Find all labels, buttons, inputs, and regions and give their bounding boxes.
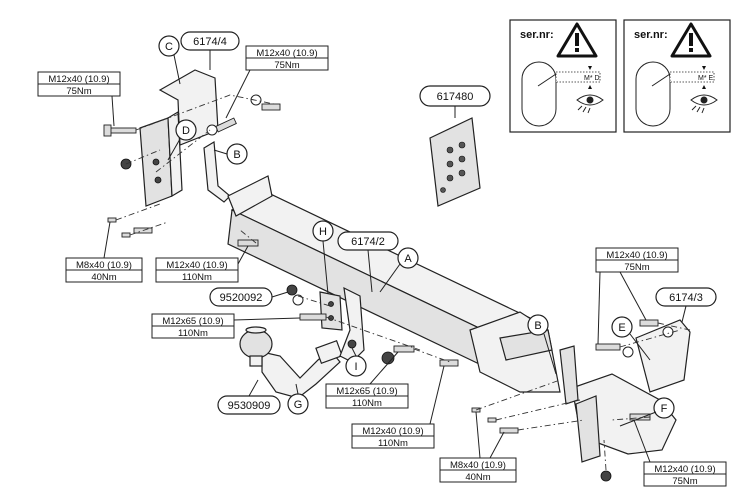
svg-text:M12x40 (10.9): M12x40 (10.9) bbox=[48, 74, 109, 85]
electric-kit-part: 617480 bbox=[419, 85, 491, 207]
callout-g: G bbox=[287, 383, 309, 415]
spec-box-2: M12x40 (10.9) 75Nm bbox=[225, 45, 329, 119]
warning-panel-1-label: ser.nr: bbox=[520, 29, 554, 41]
spec-box-6: M12x65 (10.9) 110Nm bbox=[325, 351, 409, 409]
callout-e: E bbox=[611, 316, 651, 361]
svg-text:A: A bbox=[404, 253, 412, 265]
spec-box-3: M8x40 (10.9) 40Nm bbox=[65, 221, 143, 283]
callout-c: C bbox=[158, 35, 181, 85]
svg-text:75Nm: 75Nm bbox=[672, 476, 697, 487]
eye-icon bbox=[576, 94, 604, 114]
tow-ball-part bbox=[239, 326, 343, 399]
svg-text:C: C bbox=[165, 41, 173, 53]
svg-text:110Nm: 110Nm bbox=[378, 438, 408, 449]
svg-text:M12x40 (10.9): M12x40 (10.9) bbox=[606, 250, 667, 261]
svg-text:M12x40 (10.9): M12x40 (10.9) bbox=[654, 464, 715, 475]
svg-text:D: D bbox=[182, 125, 190, 137]
svg-text:75Nm: 75Nm bbox=[274, 60, 299, 71]
tow-ball-number: 9530909 bbox=[228, 400, 271, 412]
right-bracket-number: 6174/3 bbox=[669, 292, 703, 304]
callout-f: F bbox=[619, 397, 675, 427]
svg-text:B: B bbox=[233, 149, 240, 161]
svg-text:110Nm: 110Nm bbox=[178, 328, 208, 339]
eye-icon bbox=[690, 94, 718, 114]
svg-text:110Nm: 110Nm bbox=[352, 398, 382, 409]
socket-plate bbox=[319, 286, 365, 363]
spec-box-8: M8x40 (10.9) 40Nm bbox=[439, 411, 517, 483]
warning-panel-2-plate: M* E bbox=[698, 75, 714, 82]
callout-b-right: B bbox=[527, 314, 557, 375]
callout-d: D bbox=[167, 119, 197, 161]
callout-i: I bbox=[345, 347, 367, 377]
svg-text:E: E bbox=[618, 322, 625, 334]
warning-triangle-icon bbox=[670, 22, 712, 58]
svg-text:M12x65 (10.9): M12x65 (10.9) bbox=[336, 386, 397, 397]
bolt-spec-boxes: M12x40 (10.9) 75Nm M12x40 (10.9) 75Nm M8… bbox=[37, 45, 727, 487]
callout-letters: A B B C D E F bbox=[158, 35, 675, 427]
svg-text:40Nm: 40Nm bbox=[91, 272, 116, 283]
left-bracket bbox=[139, 69, 231, 207]
spec-box-1: M12x40 (10.9) 75Nm bbox=[37, 71, 121, 127]
warning-panel-2: ser.nr: M* E bbox=[623, 19, 731, 133]
left-bracket-number: 6174/4 bbox=[193, 36, 227, 48]
spec-box-5: M12x65 (10.9) 110Nm bbox=[151, 313, 301, 339]
svg-text:I: I bbox=[354, 361, 357, 373]
svg-text:110Nm: 110Nm bbox=[182, 272, 212, 283]
svg-text:75Nm: 75Nm bbox=[66, 86, 91, 97]
svg-text:M12x65 (10.9): M12x65 (10.9) bbox=[162, 316, 223, 327]
right-bracket bbox=[559, 319, 691, 463]
spec-box-7: M12x40 (10.9) 110Nm bbox=[351, 365, 445, 449]
svg-text:40Nm: 40Nm bbox=[465, 472, 490, 483]
spec-box-9: M12x40 (10.9) 75Nm bbox=[595, 247, 679, 345]
svg-text:F: F bbox=[661, 403, 668, 415]
callout-b-left: B bbox=[213, 143, 248, 165]
socket-plate-number: 9520092 bbox=[220, 292, 263, 304]
svg-text:G: G bbox=[294, 399, 303, 411]
svg-text:H: H bbox=[319, 226, 327, 238]
warning-panel-1: ser.nr: M* D bbox=[509, 19, 617, 133]
svg-text:M12x40 (10.9): M12x40 (10.9) bbox=[166, 260, 227, 271]
svg-text:M12x40 (10.9): M12x40 (10.9) bbox=[256, 48, 317, 59]
spec-box-10: M12x40 (10.9) 75Nm bbox=[633, 419, 727, 487]
svg-text:M8x40 (10.9): M8x40 (10.9) bbox=[76, 260, 132, 271]
warning-triangle-icon bbox=[556, 22, 598, 58]
part-number-labels: 6174/4 6174/2 6174/3 9520092 9530909 bbox=[180, 31, 717, 415]
warning-panel-1-plate: M* D bbox=[584, 75, 600, 82]
callout-a: A bbox=[379, 247, 419, 293]
svg-text:B: B bbox=[534, 320, 541, 332]
spec-box-4: M12x40 (10.9) 110Nm bbox=[155, 245, 249, 283]
svg-text:75Nm: 75Nm bbox=[624, 262, 649, 273]
main-beam-number: 6174/2 bbox=[351, 236, 385, 248]
svg-text:M12x40 (10.9): M12x40 (10.9) bbox=[362, 426, 423, 437]
electric-kit-number: 617480 bbox=[437, 91, 474, 103]
callout-h: H bbox=[312, 220, 334, 295]
svg-text:M8x40 (10.9): M8x40 (10.9) bbox=[450, 460, 506, 471]
assembly-guide-lines bbox=[115, 94, 691, 471]
warning-panel-2-label: ser.nr: bbox=[634, 29, 668, 41]
